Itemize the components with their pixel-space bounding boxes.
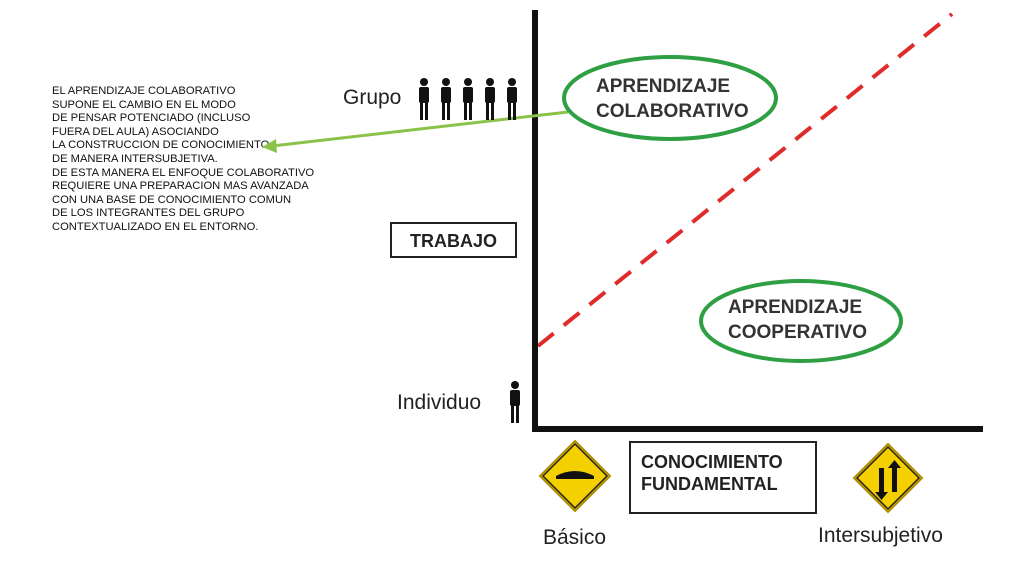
note-line: REQUIERE UNA PREPARACION MAS AVANZADA [52, 180, 309, 193]
cooperativo-line2: COOPERATIVO [728, 322, 867, 343]
group-people-icons [419, 78, 517, 120]
x-axis-title-line1: CONOCIMIENTO [641, 452, 783, 472]
x-axis-left-label: Básico [543, 526, 607, 549]
x-axis-title-line2: FUNDAMENTAL [641, 474, 778, 494]
y-axis-bottom-label: Individuo [397, 391, 482, 414]
cooperativo-oval [699, 279, 903, 363]
colaborativo-oval [562, 55, 778, 141]
note-line: FUERA DEL AULA) ASOCIANDO [52, 125, 219, 138]
person-icon [507, 78, 517, 120]
x-axis-title-box: CONOCIMIENTO FUNDAMENTAL [629, 441, 817, 514]
cooperativo-line1: APRENDIZAJE [728, 297, 863, 318]
note-line: CONTEXTUALIZADO EN EL ENTORNO. [52, 220, 259, 233]
person-icon [419, 78, 429, 120]
y-axis-title: TRABAJO [410, 231, 498, 251]
arrow-connector [262, 110, 569, 153]
two-way-traffic-sign-icon [852, 442, 924, 514]
dashed-divider-line [536, 12, 954, 348]
note-line: DE MANERA INTERSUBJETIVA. [52, 152, 218, 165]
note-line: DE PENSAR POTENCIADO (INCLUSO [52, 112, 251, 125]
individual-person-icon [510, 381, 520, 423]
explanatory-note: EL APRENDIZAJE COLABORATIVO SUPONE EL CA… [52, 85, 352, 235]
person-icon [441, 78, 451, 120]
colaborativo-line1: APRENDIZAJE [596, 76, 731, 97]
note-line: SUPONE EL CAMBIO EN EL MODO [52, 98, 236, 111]
y-axis-title-box: TRABAJO [390, 222, 517, 258]
note-line: LA CONSTRUCCION DE CONOCIMIENTO [52, 139, 270, 152]
x-axis-right-label: Intersubjetivo [818, 524, 943, 547]
note-line: DE LOS INTEGRANTES DEL GRUPO [52, 207, 245, 220]
person-icon [485, 78, 495, 120]
colaborativo-region-label: APRENDIZAJE COLABORATIVO [596, 74, 749, 124]
y-axis-top-label: Grupo [343, 86, 402, 109]
colaborativo-line2: COLABORATIVO [596, 101, 749, 122]
cooperativo-region-label: APRENDIZAJE COOPERATIVO [728, 295, 867, 345]
note-line: DE ESTA MANERA EL ENFOQUE COLABORATIVO [52, 166, 315, 179]
note-line: EL APRENDIZAJE COLABORATIVO [52, 85, 236, 97]
note-line: CON UNA BASE DE CONOCIMIENTO COMUN [52, 193, 292, 206]
narrowing-road-sign-icon [538, 439, 612, 513]
person-icon [463, 78, 473, 120]
